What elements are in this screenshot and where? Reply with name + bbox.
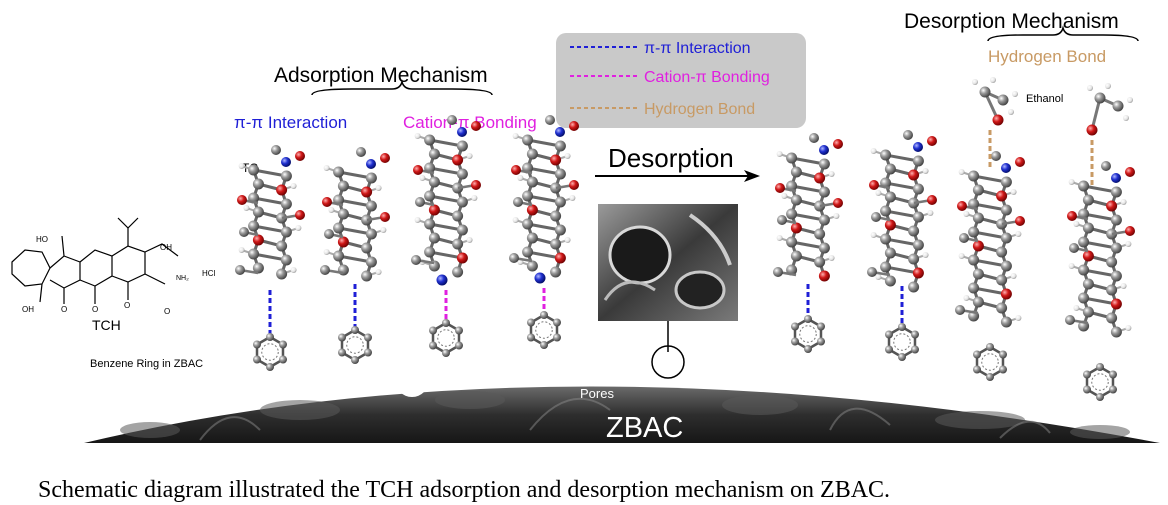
benzene-ring (885, 323, 919, 361)
desorption-mechanism-title: Desorption Mechanism (904, 10, 1119, 33)
legend-label-pi: π-π Interaction (644, 40, 751, 57)
benzene-ring (429, 319, 463, 357)
desorbed-tc-molecule (1065, 83, 1135, 401)
adsorption-brace (311, 79, 493, 96)
benzene-ring (338, 326, 372, 364)
benzene-ring (253, 333, 287, 371)
ethanol-molecule (972, 77, 1018, 126)
adsorption-mechanism-title: Adsorption Mechanism (274, 64, 488, 87)
adsorbed-tc-molecule (867, 130, 937, 361)
tch-structure (11, 217, 179, 304)
pi-pi-label: π-π Interaction (234, 113, 347, 132)
tch-label: TCH (92, 317, 121, 333)
tch-o1: O (61, 305, 67, 314)
adsorbed-tc-molecule (509, 115, 579, 349)
tch-oh-right: OH (160, 243, 172, 252)
benzene-ring (791, 315, 825, 353)
pore (939, 369, 973, 403)
benzene-ring (973, 343, 1007, 381)
tch-oh-left: OH (22, 305, 34, 314)
pore (710, 355, 744, 389)
tch-o3: O (124, 301, 130, 310)
desorption-arrow (595, 170, 760, 182)
tch-nh2: NH₂ (176, 275, 189, 282)
benzene-ring-label: Benzene Ring in ZBAC (90, 358, 203, 370)
legend-label-cation: Cation-π Bonding (644, 69, 770, 86)
legend-label-hbond: Hydrogen Bond (644, 101, 755, 118)
adsorbed-tc-molecule (320, 147, 390, 364)
adsorbed-tc-molecule (411, 115, 481, 357)
adsorbed-tc-molecule (773, 133, 843, 353)
pore (395, 363, 429, 397)
tch-ho: HO (36, 235, 48, 244)
sem-image (598, 204, 738, 379)
hydrogen-bond-label: Hydrogen Bond (988, 47, 1106, 66)
desorption-brace (987, 25, 1139, 42)
adsorbed-tc-molecule (235, 145, 305, 371)
legend-box (556, 33, 806, 128)
benzene-ring (527, 311, 561, 349)
pore (183, 379, 217, 413)
legend: π-π Interaction Cation-π Bonding Hydroge… (556, 33, 806, 128)
desorbed-tc-molecule (955, 77, 1025, 381)
desorption-arrow-label: Desorption (608, 143, 734, 173)
zbac-surface (84, 386, 1160, 443)
benzene-ring (1083, 363, 1117, 401)
ethanol-molecule (1086, 83, 1133, 136)
tch-o2: O (92, 305, 98, 314)
pores (183, 354, 973, 413)
tch-o4: O (164, 307, 170, 316)
pores-label: Pores (580, 386, 614, 401)
pore (827, 363, 861, 397)
zbac-label: ZBAC (606, 412, 683, 444)
cation-pi-label: Cation-π Bonding (403, 113, 537, 132)
ethanol-label: Ethanol (1026, 93, 1063, 105)
pore (579, 354, 611, 386)
hcl-label: HCl (202, 269, 216, 278)
figure-caption: Schematic diagram illustrated the TCH ad… (38, 477, 890, 503)
